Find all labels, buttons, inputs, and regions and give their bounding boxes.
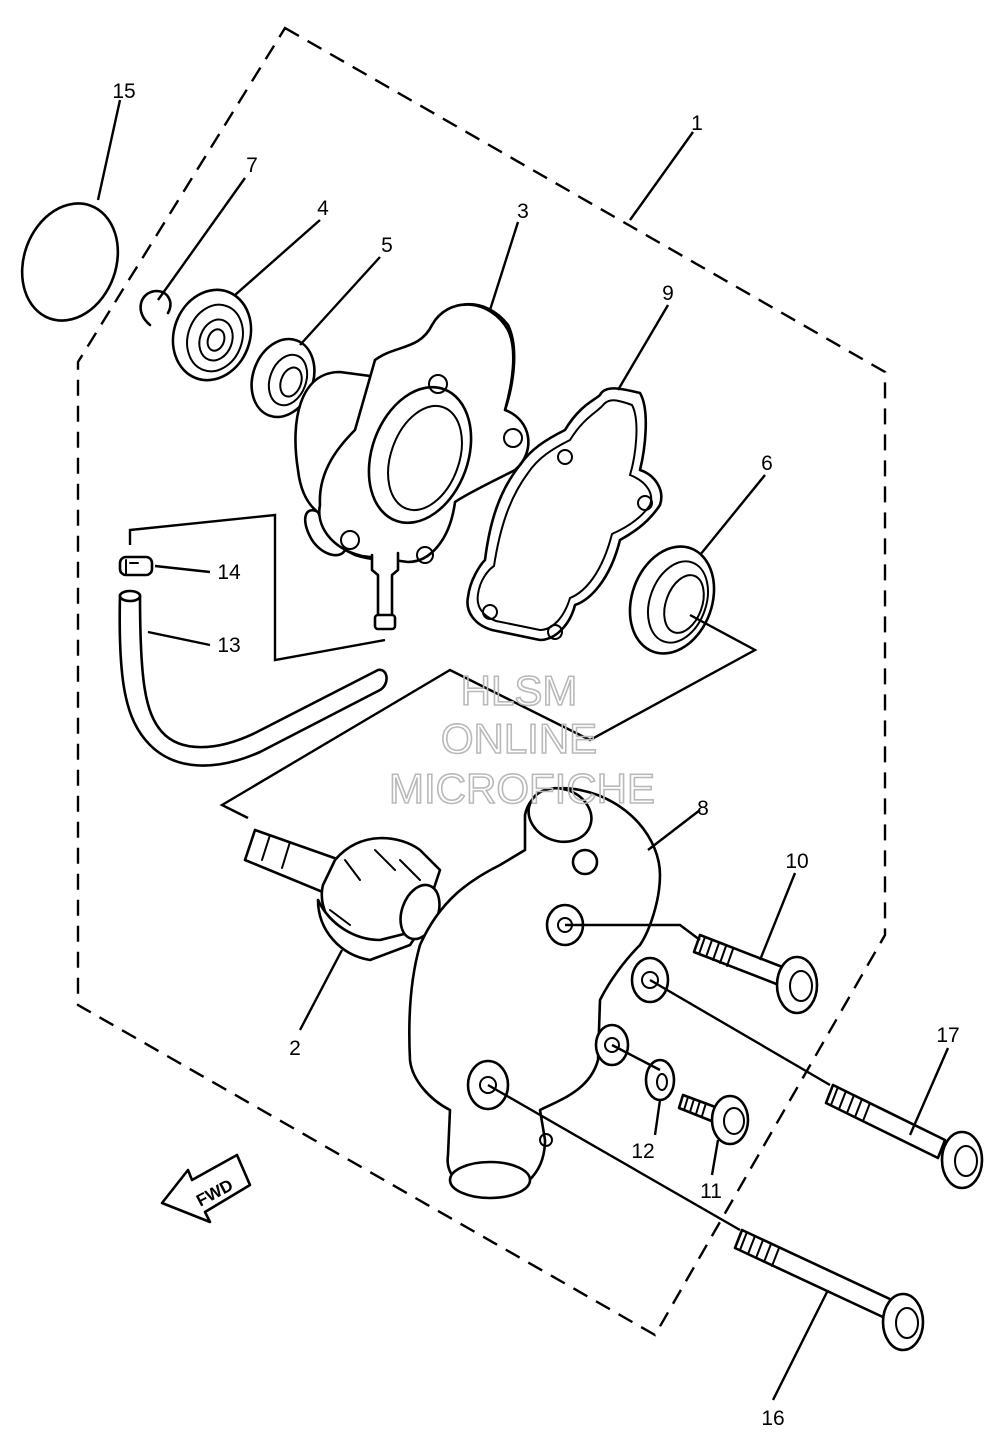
part-oil-seal-6[interactable]: [616, 535, 729, 666]
part-housing-cover-3[interactable]: [294, 302, 530, 631]
callout-13: 13: [217, 634, 240, 657]
fwd-arrow-icon: FWD: [160, 1153, 252, 1224]
part-oil-seal-5[interactable]: [241, 330, 325, 426]
leader-9: [616, 304, 670, 391]
leader-6: [699, 474, 766, 556]
callout-7: 7: [246, 154, 258, 177]
part-pump-housing-8[interactable]: [408, 780, 670, 1200]
leader-13: [147, 630, 211, 647]
leader-1: [629, 131, 694, 221]
part-bolt-17[interactable]: [824, 1083, 984, 1190]
leader-15: [96, 99, 122, 201]
alignment-line-shaft: [219, 613, 758, 820]
callout-15: 15: [112, 80, 135, 103]
alignment-line-bolt-16: [487, 1083, 741, 1232]
part-bolt-11[interactable]: [677, 1093, 750, 1146]
alignment-line-bolt-10: [565, 923, 701, 941]
leader-3: [488, 221, 520, 311]
leader-8: [647, 809, 701, 851]
callout-4: 4: [317, 197, 329, 220]
alignment-line-bolt-17: [649, 978, 831, 1087]
part-bolt-10[interactable]: [692, 933, 819, 1015]
alignment-line-bolt-11: [611, 1043, 661, 1072]
callout-9: 9: [662, 282, 674, 305]
leader-12: [653, 1099, 662, 1136]
part-bearing-4[interactable]: [161, 279, 264, 391]
alignment-line-hose: [128, 513, 386, 662]
callout-1: 1: [691, 112, 703, 135]
callout-8: 8: [697, 797, 709, 820]
part-hose-13[interactable]: [118, 589, 388, 767]
leader-4: [234, 219, 321, 296]
watermark-line-2: ONLINE: [441, 715, 597, 762]
leader-10: [758, 872, 797, 961]
callout-17: 17: [936, 1024, 959, 1047]
callout-11: 11: [700, 1180, 722, 1203]
callout-6: 6: [761, 452, 773, 475]
part-washer-12[interactable]: [644, 1058, 676, 1102]
leader-2: [298, 949, 344, 1031]
leader-16: [771, 1289, 830, 1401]
leader-11: [710, 1139, 720, 1176]
part-circlip-7[interactable]: [139, 289, 172, 327]
watermark-line-3: MICROFICHE: [389, 765, 655, 812]
callout-3: 3: [517, 200, 529, 223]
part-bolt-16[interactable]: [733, 1228, 925, 1352]
leader-17: [908, 1047, 950, 1136]
leader-5: [299, 256, 381, 346]
callout-14: 14: [217, 561, 241, 584]
callout-5: 5: [381, 234, 393, 257]
leader-14: [154, 564, 211, 574]
part-gasket-9[interactable]: [466, 387, 663, 642]
assembly-boundary: [76, 26, 887, 1337]
part-impeller-shaft-2[interactable]: [243, 828, 446, 962]
leader-7: [157, 177, 246, 301]
part-o-ring-15[interactable]: [6, 190, 133, 334]
part-hose-clamp-14[interactable]: [118, 555, 154, 577]
callout-16: 16: [761, 1407, 784, 1430]
callout-10: 10: [785, 850, 808, 873]
callout-2: 2: [289, 1037, 301, 1060]
callout-12: 12: [631, 1140, 654, 1163]
watermark-line-1: HLSM: [461, 667, 578, 714]
